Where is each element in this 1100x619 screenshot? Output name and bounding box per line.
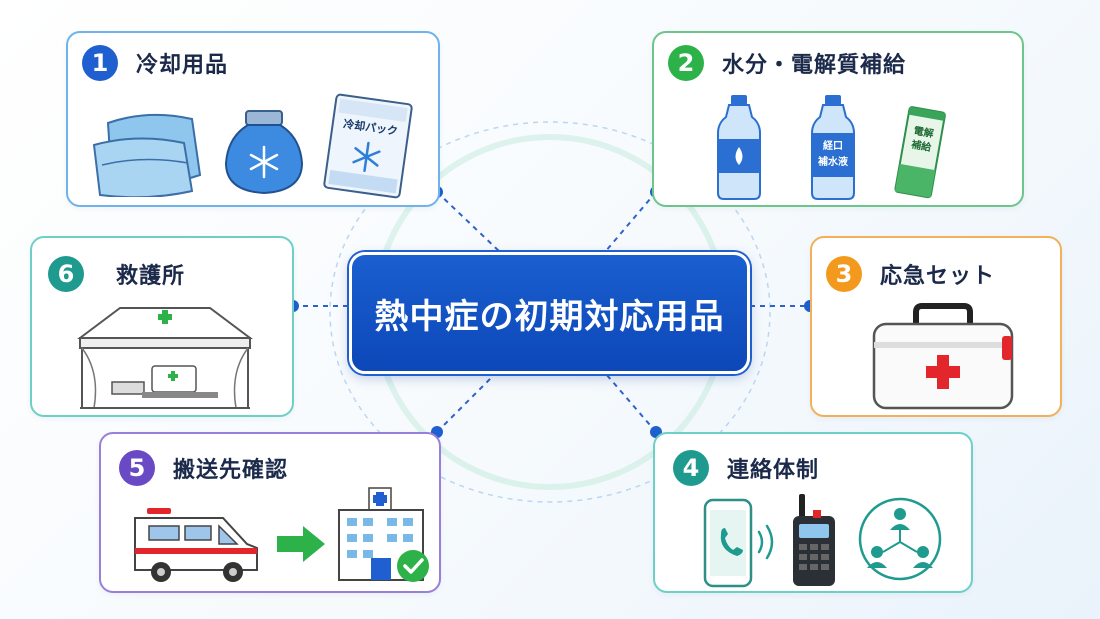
hospital-icon [338,487,429,582]
card-hydration: 2 水分・電解質補給 経口 補水液 電解 補給 [652,31,1024,207]
oral-rehydration-bottle-icon: 経口 補水液 [811,95,855,200]
card-first-aid-station: 6 救護所 [30,236,294,417]
first-aid-kit-icon [872,303,1014,410]
card-title: 冷却用品 [136,53,229,78]
center-title: 熱中症の初期対応用品 [374,296,725,337]
ice-bag-icon [224,110,304,195]
stick-label-line2: 補給 [909,137,933,154]
ors-label-line1: 経口 [823,139,843,152]
smartphone-icon [703,498,774,588]
card-title: 連絡体制 [727,458,820,483]
card-transport-destination: 5 搬送先確認 [99,432,441,593]
electrolyte-stick-icon: 電解 補給 [894,106,946,199]
card-number-badge: 1 [82,45,118,81]
card-number-badge: 3 [826,256,862,292]
card-title: 水分・電解質補給 [722,53,907,78]
stick-label-line1: 電解 [913,124,935,140]
card-title: 応急セット [880,264,996,289]
card-title: 救護所 [116,264,186,289]
cold-pack-icon: 冷却パック [323,93,413,199]
card-number-badge: 5 [119,450,155,486]
card-communication: 4 連絡体制 [653,432,973,593]
ambulance-icon [134,508,258,582]
arrow-right-icon [277,526,325,562]
card-number-badge: 6 [48,256,84,292]
card-cooling-supplies: 1 冷却用品 冷却パック [66,31,440,207]
card-number-badge: 2 [668,45,704,81]
ors-label-line2: 補水液 [817,155,848,168]
center-title-box: 熱中症の初期対応用品 [349,252,750,374]
card-first-aid-set: 3 応急セット [810,236,1062,417]
card-title: 搬送先確認 [173,458,289,483]
team-network-icon [858,497,942,581]
water-bottle-icon [717,95,761,200]
towel-icon [92,113,202,197]
card-number-badge: 4 [673,450,709,486]
walkie-talkie-icon [793,494,835,586]
first-aid-tent-icon [77,307,253,409]
